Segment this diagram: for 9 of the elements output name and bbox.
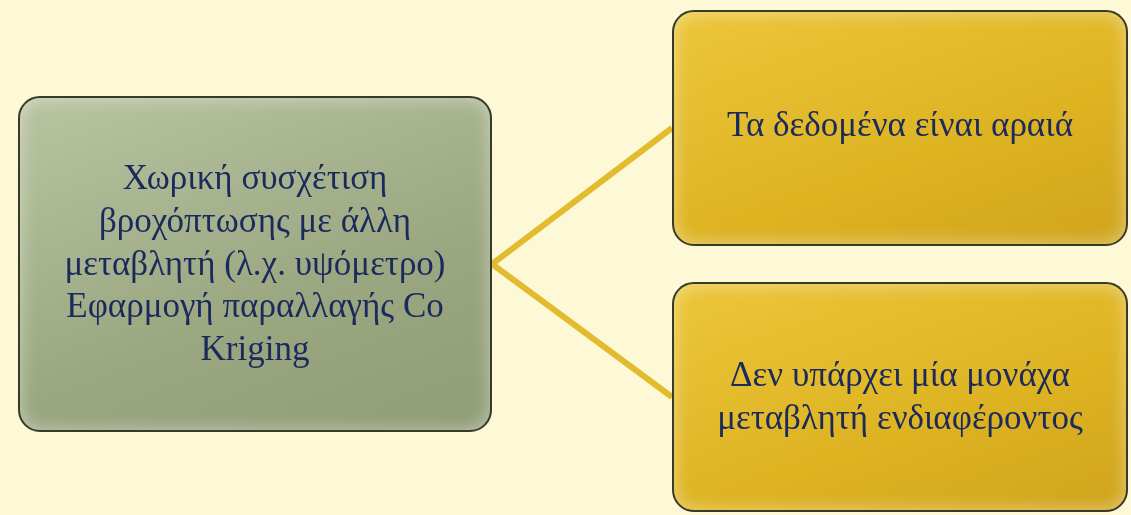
box-text: Χωρική συσχέτιση βροχόπτωσης με άλλη μεταβλητή (λ.χ. υψόμετρο) [63, 157, 447, 285]
topic-box [18, 96, 492, 432]
connector-line [490, 125, 674, 267]
reason-box [672, 282, 1128, 512]
box-text: Εφαρμογή παραλλαγής Co Kriging [65, 285, 445, 371]
connector-line [490, 261, 674, 400]
reason-box [672, 10, 1128, 246]
box-text: Τα δεδομένα είναι αραιά [727, 104, 1073, 146]
box-text: Δεν υπάρχει μία μονάχα μεταβλητή ενδιαφέροντος [716, 354, 1084, 439]
